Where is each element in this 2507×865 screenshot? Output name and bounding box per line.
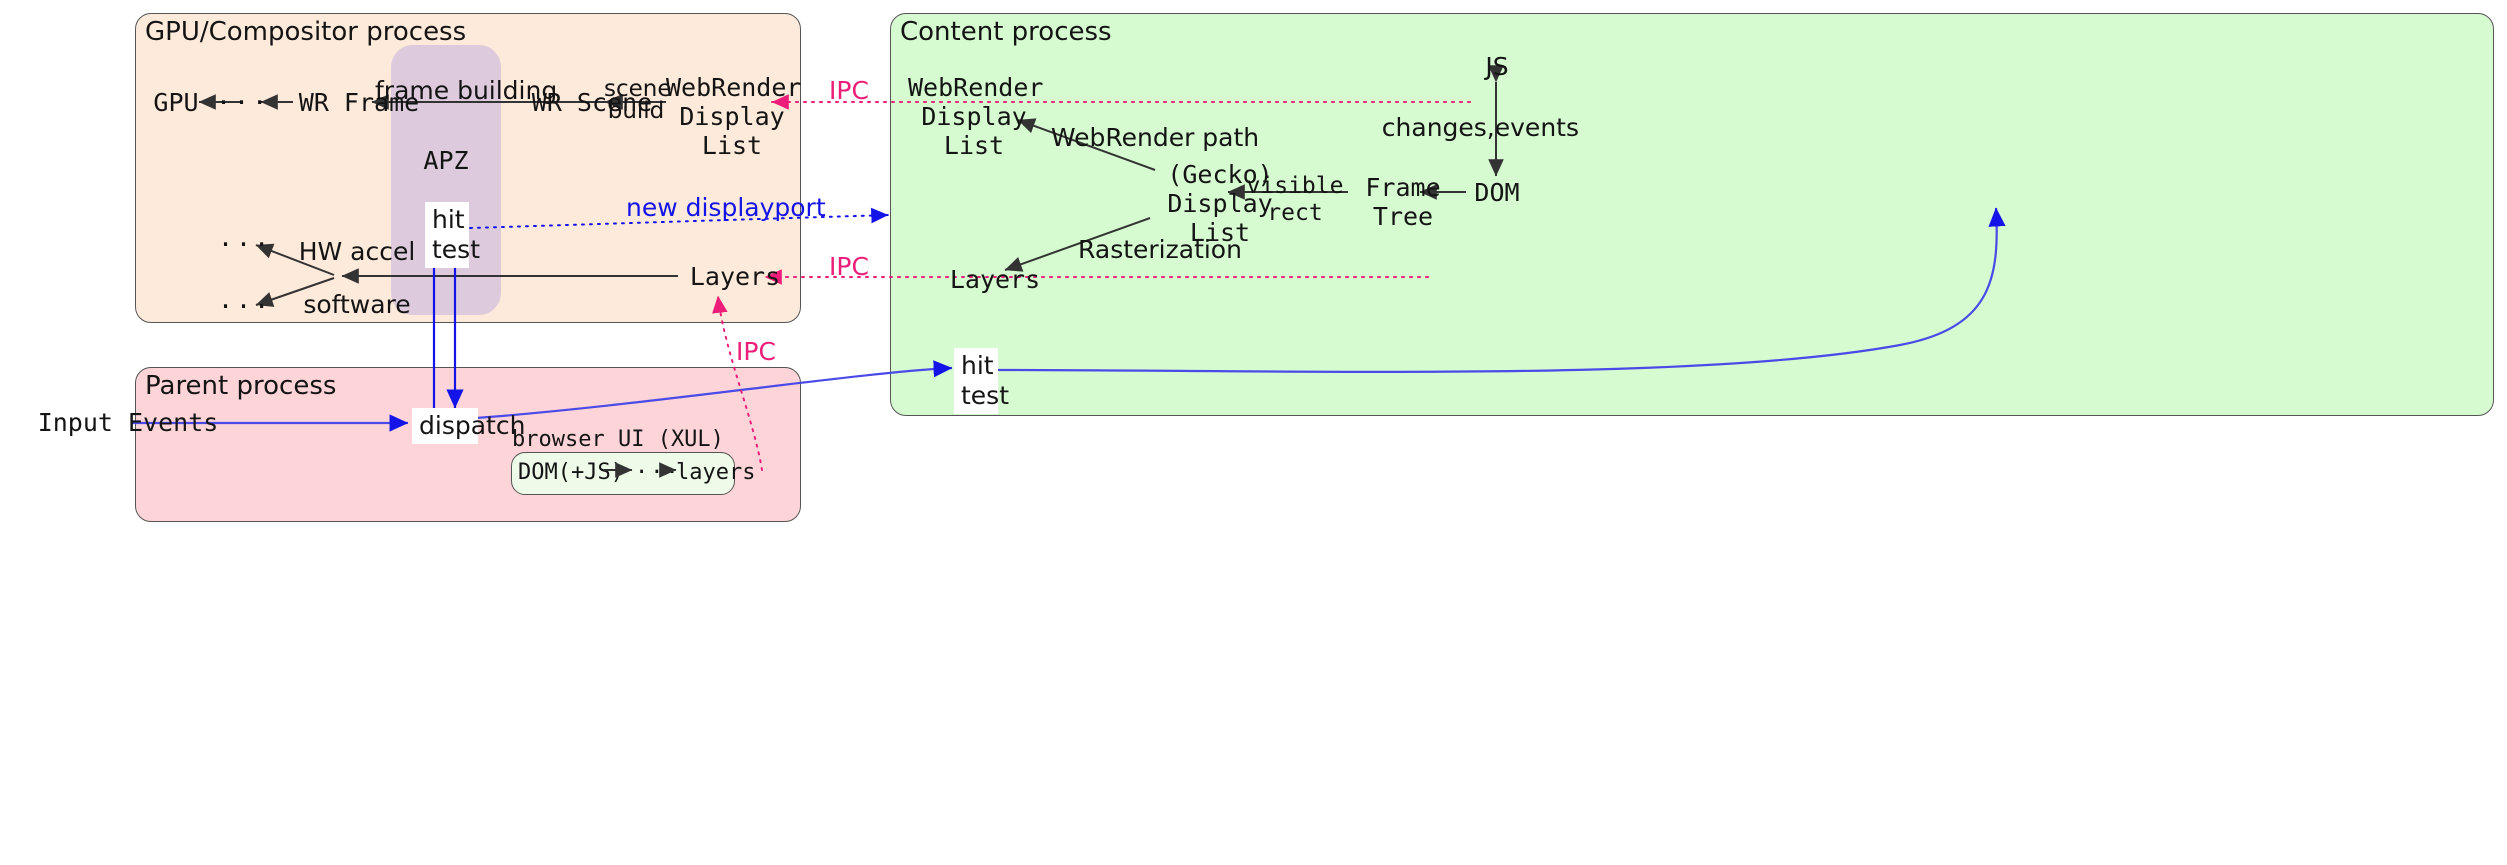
content-process-title: Content process <box>900 17 1112 47</box>
node-input-events: Input Events <box>37 408 219 437</box>
ipc-label-display-list: IPC <box>829 76 869 105</box>
parent-process-title: Parent process <box>145 371 337 401</box>
node-js: JS <box>1485 52 1509 81</box>
label-browser-ui-xul: browser UI (XUL) <box>512 427 724 452</box>
node-gpu-layers: Layers <box>689 262 781 291</box>
content-process-box <box>890 13 2494 416</box>
ipc-label-xul-layers: IPC <box>736 337 776 366</box>
node-gecko-display-list: (Gecko) Display List <box>1167 160 1273 247</box>
label-scene-build: scene build <box>604 76 672 124</box>
node-frame-tree: Frame Tree <box>1365 173 1441 231</box>
node-gpu-dots-bottom: ··· <box>218 292 273 321</box>
xul-chain-layers: layers <box>676 460 756 485</box>
node-gpu-dots: ··· <box>216 88 271 117</box>
node-gpu-hit-test[interactable]: hit test <box>425 202 480 268</box>
node-content-layers: Layers <box>949 265 1041 294</box>
node-dom: DOM <box>1474 178 1520 207</box>
apz-region <box>391 45 501 315</box>
label-apz: APZ <box>423 146 469 175</box>
label-new-displayport: new displayport <box>626 193 826 222</box>
xul-chain-dom-js: DOM(+JS) <box>518 460 624 485</box>
label-webrender-path: WebRender path <box>1050 123 1260 152</box>
parent-process-box <box>135 367 801 522</box>
gpu-process-title: GPU/Compositor process <box>145 17 467 47</box>
ipc-label-layers: IPC <box>829 252 869 281</box>
node-gpu-wr-display-list: WebRender Display List <box>666 73 802 160</box>
node-content-wr-display-list: WebRender Display List <box>908 73 1044 160</box>
node-wr-frame: WR Frame <box>298 88 420 117</box>
label-software: software <box>303 290 411 319</box>
label-rasterization: Rasterization <box>1078 235 1242 264</box>
label-hw-accel: HW accel <box>298 237 416 266</box>
node-gpu-dots-top: ··· <box>218 230 273 259</box>
node-content-hit-test[interactable]: hit test <box>954 348 1009 414</box>
node-gpu: GPU <box>153 88 199 117</box>
label-changes-events: changes,events <box>1381 113 1579 142</box>
node-wr-scene: WR Scene <box>531 88 653 117</box>
label-visible-rect: visible rect <box>1246 173 1344 226</box>
